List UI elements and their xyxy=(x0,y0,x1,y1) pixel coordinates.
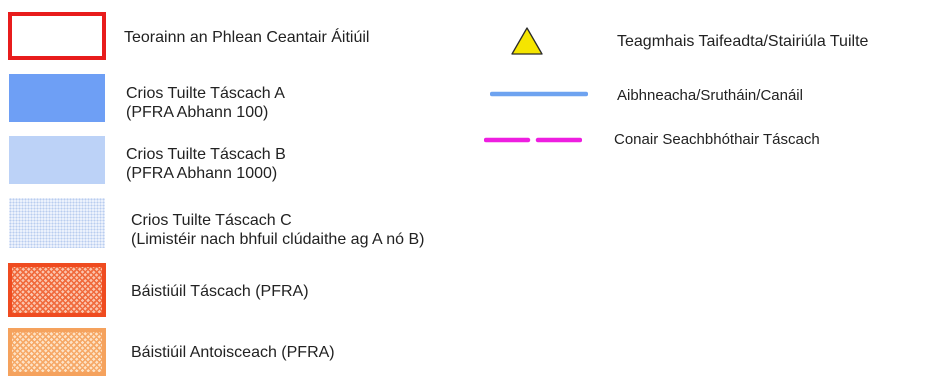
plan-boundary-label-line-1: Teorainn an Phlean Ceantair Áitiúil xyxy=(124,29,370,46)
flood-zone-a-label-line-1: Crios Tuilte Táscach A xyxy=(126,85,285,102)
flood-event-label: Teagmhais Taifeadta/Stairiúla Tuilte xyxy=(617,32,868,51)
flood-zone-b-swatch xyxy=(9,136,105,184)
bypass-route-label: Conair Seachbhóthair Táscach xyxy=(614,130,820,149)
flood-zone-c-label: Crios Tuilte Táscach C (Limistéir nach b… xyxy=(131,211,425,249)
extreme-pluvial-label-line-1: Báistiúil Antoisceach (PFRA) xyxy=(131,344,335,361)
warning-triangle-icon xyxy=(511,27,543,55)
bypass-route-label-line-1: Conair Seachbhóthair Táscach xyxy=(614,131,820,148)
pluvial-label: Báistiúil Táscach (PFRA) xyxy=(131,282,309,301)
river-label-line-1: Aibhneacha/Srutháin/Canáil xyxy=(617,87,803,104)
river-label: Aibhneacha/Srutháin/Canáil xyxy=(617,86,803,105)
flood-event-label-line-1: Teagmhais Taifeadta/Stairiúla Tuilte xyxy=(617,33,869,50)
flood-zone-c-label-line-2: (Limistéir nach bhfuil clúdaithe ag A nó… xyxy=(131,231,425,248)
river-line-symbol xyxy=(490,91,588,97)
flood-zone-a-label-line-2: (PFRA Abhann 100) xyxy=(126,104,269,121)
flood-zone-b-label-line-2: (PFRA Abhann 1000) xyxy=(126,165,278,182)
flood-zone-a-label: Crios Tuilte Táscach A (PFRA Abhann 100) xyxy=(126,84,285,122)
flood-zone-b-label-line-1: Crios Tuilte Táscach B xyxy=(126,146,286,163)
bypass-route-dashed-line xyxy=(484,137,582,143)
flood-zone-a-swatch xyxy=(9,74,105,122)
flood-zone-c-label-line-1: Crios Tuilte Táscach C xyxy=(131,212,292,229)
flood-zone-b-label: Crios Tuilte Táscach B (PFRA Abhann 1000… xyxy=(126,145,286,183)
plan-boundary-label: Teorainn an Phlean Ceantair Áitiúil xyxy=(124,28,369,47)
plan-boundary-swatch xyxy=(8,12,106,60)
extreme-pluvial-label: Báistiúil Antoisceach (PFRA) xyxy=(131,343,335,362)
pluvial-label-line-1: Báistiúil Táscach (PFRA) xyxy=(131,283,309,300)
extreme-pluvial-swatch xyxy=(8,328,106,376)
flood-zone-c-swatch xyxy=(9,198,105,248)
pluvial-swatch xyxy=(8,263,106,317)
